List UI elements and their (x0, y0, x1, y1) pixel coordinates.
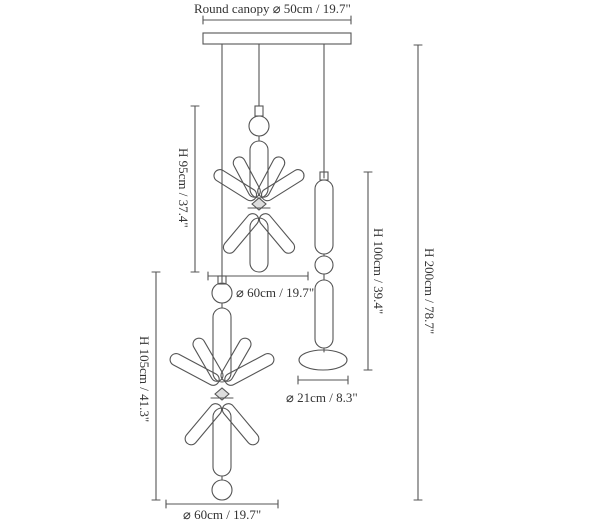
upper-height-dimension (190, 105, 200, 273)
column-width-label: ⌀ 21cm / 8.3" (286, 390, 358, 405)
total-height-label: H 200cm / 78.7" (422, 248, 437, 335)
column-height-label: H 100cm / 39.4" (371, 228, 386, 315)
upper-width-label: ⌀ 60cm / 19.7" (236, 285, 315, 300)
lower-height-label: H 105cm / 41.3" (137, 336, 152, 423)
lower-height-dimension (151, 271, 161, 501)
total-height-dimension (413, 44, 423, 501)
canopy-label: Round canopy ⌀ 50cm / 19.7" (194, 1, 351, 16)
suspension-cables (221, 43, 325, 283)
lower-width-dimension (165, 499, 279, 509)
canopy (202, 32, 352, 45)
lower-pendant (169, 275, 275, 501)
column-width-dimension (297, 375, 349, 385)
upper-width-dimension (207, 271, 309, 281)
column-pendant (298, 171, 348, 371)
upper-height-label: H 95cm / 37.4" (176, 148, 191, 228)
canopy-dimension-line (202, 15, 352, 25)
column-height-dimension (363, 171, 373, 371)
lower-width-label: ⌀ 60cm / 19.7" (183, 507, 262, 522)
upper-pendant (213, 105, 305, 273)
